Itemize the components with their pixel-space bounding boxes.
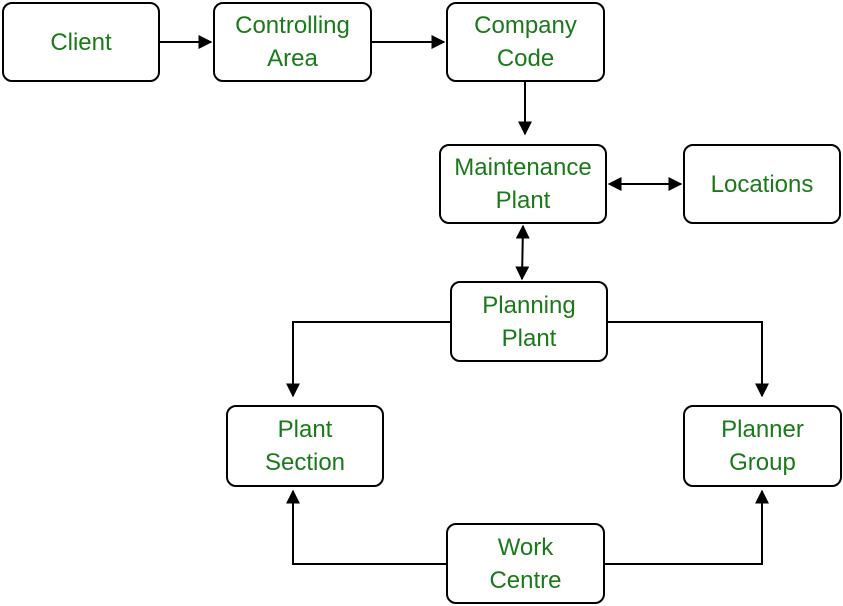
node-work-centre: Work Centre — [446, 523, 605, 604]
node-locations: Locations — [683, 144, 841, 224]
node-plant-section-label: Plant Section — [264, 416, 346, 476]
node-work-centre-label: Work Centre — [489, 533, 562, 594]
node-planner-group: Planner Group — [683, 405, 842, 487]
edge-work-centre-planner-group — [605, 489, 769, 565]
edge-planning-plant-plant-section — [286, 321, 450, 398]
node-maintenance-plant-label: Maintenance Plant — [454, 154, 592, 214]
node-planner-group-label: Planner Group — [721, 416, 804, 476]
node-planning-plant-label: Planning Plant — [482, 291, 576, 352]
edge-work-centre-plant-section — [286, 489, 446, 565]
node-locations-label: Locations — [710, 170, 814, 198]
node-planning-plant: Planning Plant — [450, 281, 608, 362]
node-client: Client — [2, 2, 160, 82]
node-plant-section: Plant Section — [226, 405, 384, 487]
node-client-label: Client — [50, 28, 112, 56]
edge-planning-plant-planner-group — [608, 321, 769, 398]
node-company-code-label: Company Code — [474, 12, 577, 72]
node-controlling-area-label: Controlling Area — [235, 12, 350, 72]
node-maintenance-plant: Maintenance Plant — [439, 144, 607, 224]
node-company-code: Company Code — [446, 2, 605, 82]
node-controlling-area: Controlling Area — [213, 2, 372, 82]
edge-maintenance-plant-planning-plant — [515, 224, 530, 281]
